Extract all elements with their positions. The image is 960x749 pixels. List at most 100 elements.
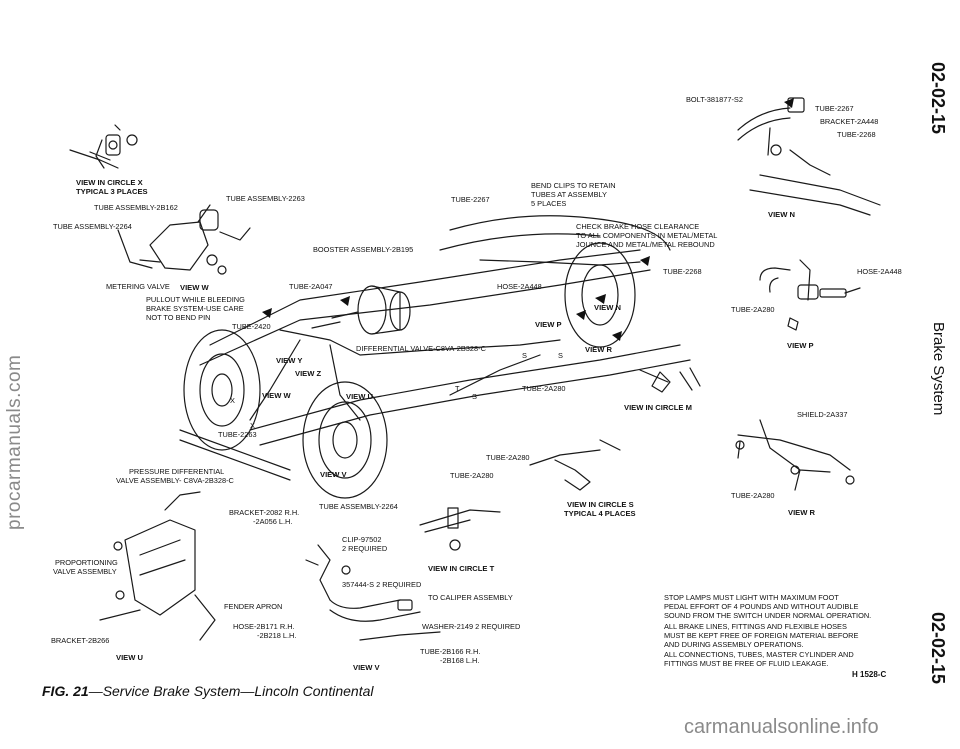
label-bracket-2082-1: BRACKET-2082 R.H. [229,508,300,517]
view-p-label: VIEW P [787,341,814,350]
label-bend-clips-3: 5 PLACES [531,199,567,208]
label-proportioning-2: VALVE ASSEMBLY [53,567,117,576]
label-bracket-2a448: BRACKET-2A448 [820,117,879,126]
section-title: Brake System [930,322,947,416]
figure-number: FIG. 21 [42,683,89,699]
label-tube-2268-n: TUBE-2268 [837,130,876,139]
middle-wheel-drawing [302,381,388,499]
figure-code: H 1528-C [852,670,887,679]
view-v-label: VIEW V [353,663,380,672]
watermark-bottom: carmanualsonline.info [684,716,879,738]
label-check-hose-2: TO ALL COMPONENTS IN METAL/METAL [576,231,718,240]
label-bend-clips-2: TUBES AT ASSEMBLY [531,190,607,199]
booster-drawing [311,285,411,335]
view-w-small: VIEW W [180,283,209,292]
view-circle-t-label: VIEW IN CIRCLE T [428,564,495,573]
note-line: AND DURING ASSEMBLY OPERATIONS. [664,640,804,649]
view-n-drawing [737,97,881,216]
label-pullout-2: BRAKE SYSTEM-USE CARE [146,304,244,313]
note-line: ALL CONNECTIONS, TUBES, MASTER CYLINDER … [664,650,854,659]
front-wheel-drawing [183,329,261,451]
label-tube-2b166-1: TUBE-2B166 R.H. [420,647,481,656]
page-number-bottom: 02-02-15 [928,612,948,685]
view-circle-m-drawing [639,367,701,393]
callout-t: T [455,384,460,393]
view-y-label: VIEW Y [276,356,303,365]
label-tube-2a280-s: TUBE-2A280 [486,453,530,462]
ground-lines-drawing [179,429,291,481]
label-washer: WASHER-2149 2 REQUIRED [422,622,521,631]
view-r-main: VIEW R [585,345,613,354]
label-pullout-1: PULLOUT WHILE BLEEDING [146,295,245,304]
view-w-main: VIEW W [262,391,291,400]
label-bracket-2b266: BRACKET-2B266 [51,636,110,645]
label-tube-asm-2264: TUBE ASSEMBLY-2264 [53,222,132,231]
label-pressure-diff-2: VALVE ASSEMBLY- C8VA-2B328-C [116,476,234,485]
callout-x-2: X [250,421,255,430]
label-tube-2a280-t: TUBE-2A280 [450,471,494,480]
label-tube-asm-2b162: TUBE ASSEMBLY-2B162 [94,203,178,212]
view-u-main: VIEW U [346,392,374,401]
view-v-main: VIEW V [320,470,347,479]
label-bolt-357444: 357444-S 2 REQUIRED [342,580,422,589]
label-hose-2a448-main: HOSE-2A448 [497,282,542,291]
metering-valve-drawing [117,204,251,275]
view-n-main: VIEW N [594,303,622,312]
brake-tubes-drawing [249,259,641,421]
label-tube-2420: TUBE-2420 [232,322,271,331]
label-diff-valve: DIFFERENTIAL VALVE-C8VA-2B328-C [356,344,486,353]
figure-title: —Service Brake System—Lincoln Continenta… [88,683,374,699]
label-hose-2a448-p: HOSE-2A448 [857,267,902,276]
note-line: PEDAL EFFORT OF 4 POUNDS AND WITHOUT AUD… [664,602,859,611]
label-tube-2a280-p: TUBE-2A280 [731,305,775,314]
note-line: FITTINGS MUST BE FREE OF FLUID LEAKAGE. [664,659,829,668]
page-number-top: 02-02-15 [928,62,948,135]
label-pullout-3: NOT TO BEND PIN [146,313,211,322]
view-n-label: VIEW N [768,210,796,219]
label-to-caliper: TO CALIPER ASSEMBLY [428,593,513,602]
watermark-left: procarmanuals.com [4,354,25,530]
view-u-label: VIEW U [116,653,144,662]
label-tube-2263-main: TUBE-2263 [218,430,257,439]
callout-s-1: S [472,392,477,401]
view-circle-s-label: VIEW IN CIRCLE S [567,500,634,509]
view-circle-x-sub: TYPICAL 3 PLACES [76,187,148,196]
label-proportioning-1: PROPORTIONING [55,558,118,567]
label-tube-2a047: TUBE-2A047 [289,282,333,291]
label-shield: SHIELD-2A337 [797,410,848,419]
label-metering-valve: METERING VALVE [106,282,170,291]
chassis-frame-drawing [199,215,691,446]
label-tube-2a280-main: TUBE-2A280 [522,384,566,393]
label-tube-2a280-r: TUBE-2A280 [731,491,775,500]
label-bracket-2082-2: -2A056 L.H. [253,517,293,526]
label-check-hose-1: CHECK BRAKE HOSE CLEARANCE [576,222,700,231]
view-circle-s-drawing [529,439,621,491]
label-clip-1: CLIP-97502 [342,535,382,544]
note-connections: ALL CONNECTIONS, TUBES, MASTER CYLINDER … [664,650,894,668]
label-tube-asm-2263: TUBE ASSEMBLY-2263 [226,194,305,203]
label-clip-2: 2 REQUIRED [342,544,388,553]
note-brake-lines: ALL BRAKE LINES, FITTINGS AND FLEXIBLE H… [664,622,894,649]
view-circle-t-drawing [419,507,501,551]
label-tube-asm-2264-v: TUBE ASSEMBLY-2264 [319,502,398,511]
view-z-label: VIEW Z [295,369,322,378]
callout-s-3: S [558,351,563,360]
label-hose-2b171-2: -2B218 L.H. [257,631,297,640]
view-p-drawing [759,259,861,331]
label-tube-2267-main: TUBE-2267 [451,195,490,204]
view-v-drawing [305,544,441,641]
label-hose-2b171-1: HOSE-2B171 R.H. [233,622,295,631]
view-circle-s-sub: TYPICAL 4 PLACES [564,509,636,518]
note-line: MUST BE KEPT FREE OF FOREIGN MATERIAL BE… [664,631,859,640]
label-bolt: BOLT-381877-S2 [686,95,743,104]
rear-wheel-drawing [564,242,636,348]
note-line: SOUND FROM THE SWITCH UNDER NORMAL OPERA… [664,611,872,620]
note-line: STOP LAMPS MUST LIGHT WITH MAXIMUM FOOT [664,593,839,602]
view-circle-m-label: VIEW IN CIRCLE M [624,403,692,412]
view-r-drawing [735,419,855,491]
label-tube-2267-n: TUBE-2267 [815,104,854,113]
callout-x-1: X [230,396,235,405]
label-fender-apron: FENDER APRON [224,602,283,611]
